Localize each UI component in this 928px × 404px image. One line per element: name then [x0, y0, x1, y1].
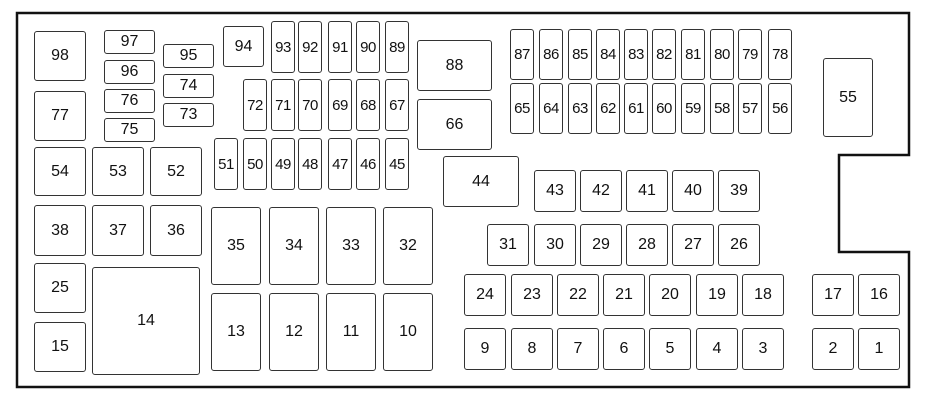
fuse-52: 52: [150, 147, 202, 196]
fuse-88: 88: [417, 40, 492, 91]
fuse-72: 72: [243, 79, 267, 131]
fuse-68: 68: [356, 79, 380, 131]
fuse-87: 87: [510, 29, 534, 80]
fuse-98: 98: [34, 31, 86, 81]
fuse-20: 20: [649, 274, 691, 316]
fuse-83: 83: [624, 29, 648, 80]
fuse-45: 45: [385, 138, 409, 190]
fuse-9: 9: [464, 328, 506, 370]
fuse-1: 1: [858, 328, 900, 370]
fuse-42: 42: [580, 170, 622, 212]
fuse-62: 62: [596, 83, 620, 134]
fuse-77: 77: [34, 91, 86, 141]
fuse-22: 22: [557, 274, 599, 316]
fuse-15: 15: [34, 322, 86, 372]
fuse-78: 78: [768, 29, 792, 80]
fuse-26: 26: [718, 224, 760, 266]
fuse-16: 16: [858, 274, 900, 316]
fuse-75: 75: [104, 118, 155, 142]
fuse-84: 84: [596, 29, 620, 80]
fuse-28: 28: [626, 224, 668, 266]
fuse-89: 89: [385, 21, 409, 73]
fuse-37: 37: [92, 205, 144, 256]
fuse-8: 8: [511, 328, 553, 370]
fuse-59: 59: [681, 83, 705, 134]
fuse-48: 48: [298, 138, 322, 190]
fuse-11: 11: [326, 293, 376, 371]
fuse-35: 35: [211, 207, 261, 285]
fuse-53: 53: [92, 147, 144, 196]
fuse-81: 81: [681, 29, 705, 80]
fuse-61: 61: [624, 83, 648, 134]
fuse-23: 23: [511, 274, 553, 316]
fuse-38: 38: [34, 205, 86, 256]
fuse-41: 41: [626, 170, 668, 212]
fuse-50: 50: [243, 138, 267, 190]
fuse-65: 65: [510, 83, 534, 134]
fuse-70: 70: [298, 79, 322, 131]
fuse-4: 4: [696, 328, 738, 370]
fuse-39: 39: [718, 170, 760, 212]
fuse-74: 74: [163, 74, 214, 98]
fuse-79: 79: [738, 29, 762, 80]
fuse-24: 24: [464, 274, 506, 316]
fuse-31: 31: [487, 224, 529, 266]
fuse-32: 32: [383, 207, 433, 285]
fuse-21: 21: [603, 274, 645, 316]
fuse-93: 93: [271, 21, 295, 73]
fuse-82: 82: [652, 29, 676, 80]
fuse-49: 49: [271, 138, 295, 190]
fuse-63: 63: [568, 83, 592, 134]
fuse-19: 19: [696, 274, 738, 316]
fuse-2: 2: [812, 328, 854, 370]
fuse-14: 14: [92, 267, 200, 375]
fuse-73: 73: [163, 103, 214, 127]
fuse-18: 18: [742, 274, 784, 316]
fuse-7: 7: [557, 328, 599, 370]
fuse-55: 55: [823, 58, 873, 137]
fuse-46: 46: [356, 138, 380, 190]
fuse-67: 67: [385, 79, 409, 131]
fuse-17: 17: [812, 274, 854, 316]
fuse-80: 80: [710, 29, 734, 80]
fuse-86: 86: [539, 29, 563, 80]
fuse-91: 91: [328, 21, 352, 73]
fuse-96: 96: [104, 60, 155, 84]
fuse-10: 10: [383, 293, 433, 371]
fuse-12: 12: [269, 293, 319, 371]
fuse-3: 3: [742, 328, 784, 370]
fuse-13: 13: [211, 293, 261, 371]
fuse-58: 58: [710, 83, 734, 134]
fuse-97: 97: [104, 30, 155, 54]
fuse-5: 5: [649, 328, 691, 370]
fuse-57: 57: [738, 83, 762, 134]
fuse-27: 27: [672, 224, 714, 266]
fuse-94: 94: [223, 26, 264, 67]
fuse-51: 51: [214, 138, 238, 190]
fuse-43: 43: [534, 170, 576, 212]
fuse-33: 33: [326, 207, 376, 285]
fuse-90: 90: [356, 21, 380, 73]
fuse-60: 60: [652, 83, 676, 134]
fuse-29: 29: [580, 224, 622, 266]
fuse-71: 71: [271, 79, 295, 131]
fuse-92: 92: [298, 21, 322, 73]
fuse-85: 85: [568, 29, 592, 80]
fuse-76: 76: [104, 89, 155, 113]
fuse-54: 54: [34, 147, 86, 196]
fuse-56: 56: [768, 83, 792, 134]
fuse-6: 6: [603, 328, 645, 370]
fuse-69: 69: [328, 79, 352, 131]
fuse-40: 40: [672, 170, 714, 212]
fuse-95: 95: [163, 44, 214, 68]
fuse-36: 36: [150, 205, 202, 256]
fuse-64: 64: [539, 83, 563, 134]
fuse-34: 34: [269, 207, 319, 285]
fuse-47: 47: [328, 138, 352, 190]
fuse-30: 30: [534, 224, 576, 266]
fuse-25: 25: [34, 263, 86, 313]
fuse-44: 44: [443, 156, 519, 207]
fuse-66: 66: [417, 99, 492, 150]
